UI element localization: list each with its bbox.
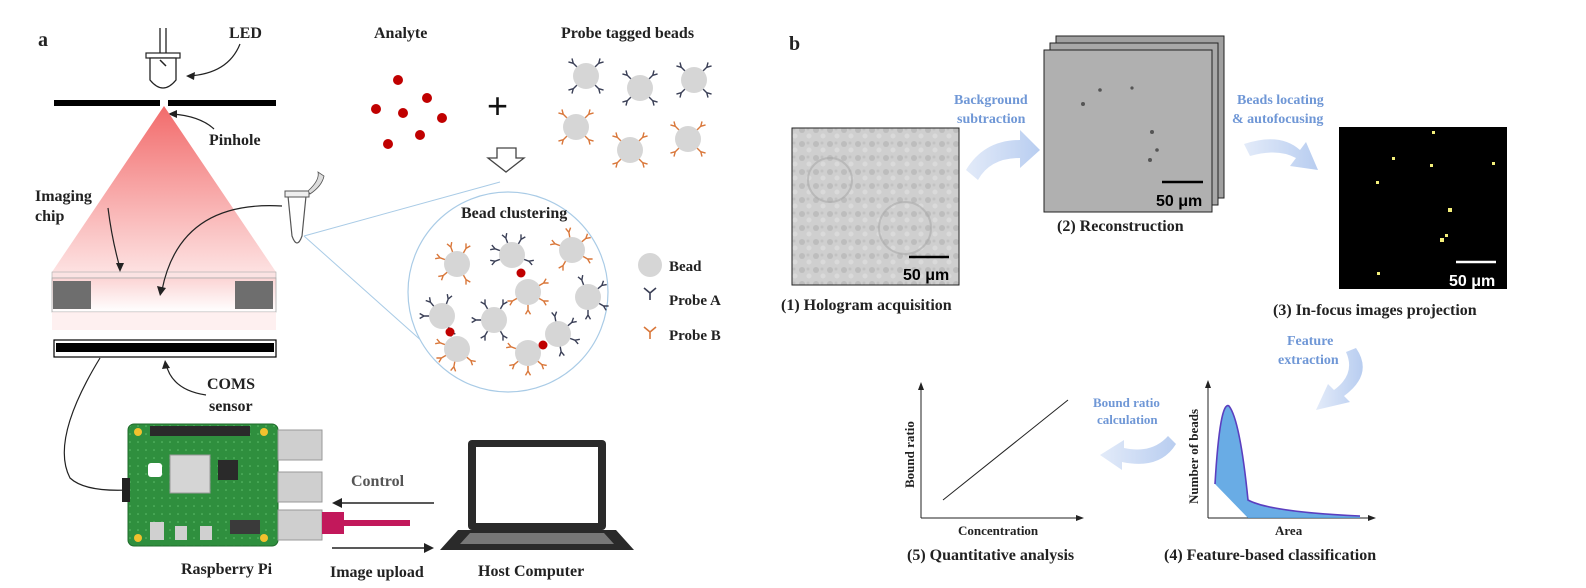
- coms-label-2: sensor: [209, 398, 253, 415]
- legend-probe-b-label: Probe B: [669, 328, 721, 344]
- legend-bead-label: Bead: [669, 259, 702, 275]
- reconstruction-image: [1043, 49, 1213, 213]
- host-computer-label: Host Computer: [478, 563, 584, 580]
- imaging-label-2: chip: [35, 208, 64, 225]
- bead-with-probes: [490, 233, 534, 268]
- sample-tube-icon: [284, 171, 325, 244]
- bead-with-probes: [568, 58, 604, 94]
- step1-label: (1) Hologram acquisition: [781, 297, 952, 314]
- bead-with-probes: [435, 242, 471, 285]
- panel-a-letter: a: [38, 29, 48, 51]
- step2-label: (2) Reconstruction: [1057, 218, 1184, 235]
- bead-with-probes: [575, 275, 609, 320]
- probe-beads-label: Probe tagged beads: [561, 25, 694, 42]
- bound-analyte-dot: [445, 327, 455, 337]
- laptop-icon: [440, 440, 634, 550]
- bead-with-probes: [506, 340, 548, 376]
- led-pointer: [187, 43, 241, 77]
- bound-ratio-calc-label-1: Bound ratio: [1093, 395, 1160, 410]
- image-upload-label: Image upload: [330, 564, 424, 581]
- bound-ratio-plot: [918, 382, 1084, 521]
- led-label: LED: [229, 25, 262, 42]
- reconstruction-spots: [1081, 86, 1159, 162]
- feature-extraction-label-1: Feature: [1287, 334, 1333, 349]
- scale-bar-label-2: 50 μm: [1156, 193, 1202, 210]
- feature-extraction-arrow: [1316, 348, 1363, 410]
- bead-with-probes: [545, 311, 580, 357]
- bead-with-probes: [550, 227, 593, 271]
- step5-label: (5) Quantitative analysis: [907, 547, 1074, 564]
- histogram-plot: [1205, 380, 1376, 521]
- probe-a-icon: [643, 287, 657, 300]
- plus-sign: +: [487, 85, 508, 126]
- bound-ratio-arrow: [1100, 436, 1176, 470]
- bound-analyte-dot: [516, 268, 526, 278]
- focused-bead-spots: [1376, 131, 1495, 275]
- bead-clustering-label: Bead clustering: [461, 205, 567, 222]
- scale-bar-label-1: 50 μm: [903, 267, 949, 284]
- histogram-curve: [1214, 404, 1361, 517]
- pinhole-plate-left: [54, 100, 160, 106]
- legend-bead-icon: [638, 253, 662, 277]
- bead-with-probes: [670, 121, 706, 157]
- bead-with-probes: [435, 327, 476, 372]
- control-label: Control: [351, 473, 405, 490]
- raspberry-pi-label: Raspberry Pi: [181, 561, 273, 578]
- usb-cable: [344, 520, 410, 526]
- plot5-xlabel: Concentration: [958, 523, 1039, 538]
- probe-b-icon: [643, 326, 657, 339]
- step3-label: (3) In-focus images projection: [1273, 302, 1477, 319]
- down-arrow-icon: [486, 147, 526, 173]
- plot4-ylabel: Number of beads: [1186, 409, 1201, 504]
- coms-label-1: COMS: [207, 376, 255, 393]
- upload-arrow: [424, 543, 434, 553]
- tube-pointer: [161, 205, 283, 291]
- beads-locating-label-2: & autofocusing: [1232, 112, 1323, 127]
- bound-ratio-calc-label-2: calculation: [1097, 412, 1158, 427]
- usb-plug: [322, 512, 344, 534]
- in-focus-projection-image: [1339, 127, 1507, 289]
- feature-extraction-label-2: extraction: [1278, 353, 1339, 368]
- bound-analyte-dot: [538, 340, 548, 350]
- light-cone: [52, 106, 276, 272]
- analyte-dots: [371, 75, 447, 149]
- control-arrow: [332, 498, 342, 508]
- raspberry-pi-board: [122, 423, 323, 547]
- panel-b-letter: b: [789, 33, 800, 55]
- step4-label: (4) Feature-based classification: [1164, 547, 1376, 564]
- bead-with-probes: [558, 109, 594, 145]
- pinhole-plate-right: [168, 100, 276, 106]
- bead-with-probes: [622, 70, 658, 106]
- beads-locating-arrow: [1244, 139, 1318, 170]
- clustered-beads: [419, 227, 609, 376]
- led-icon: [145, 28, 181, 89]
- analyte-label: Analyte: [374, 25, 427, 42]
- scale-bar-label-3: 50 μm: [1449, 273, 1495, 290]
- imaging-chip: [51, 271, 277, 330]
- legend-probe-a-label: Probe A: [669, 293, 721, 309]
- imaging-label-1: Imaging: [35, 188, 92, 205]
- background-label-1: Background: [954, 93, 1028, 108]
- pinhole-label: Pinhole: [209, 132, 261, 149]
- hologram-image: [791, 127, 960, 286]
- background-arrow: [966, 130, 1040, 180]
- plot5-ylabel: Bound ratio: [902, 421, 917, 488]
- beads-locating-label-1: Beads locating: [1237, 93, 1324, 108]
- bead-with-probes: [507, 268, 549, 315]
- bead-with-probes: [612, 132, 648, 168]
- linear-fit-line: [942, 399, 1069, 501]
- plot4-xlabel: Area: [1275, 523, 1303, 538]
- bead-with-probes: [676, 62, 712, 98]
- probe-tagged-beads: [558, 58, 712, 168]
- bead-with-probes: [419, 294, 456, 337]
- background-label-2: subtraction: [957, 112, 1026, 127]
- sensor-cable: [63, 357, 129, 491]
- bead-with-probes: [471, 299, 508, 341]
- histogram-area: [1215, 405, 1360, 518]
